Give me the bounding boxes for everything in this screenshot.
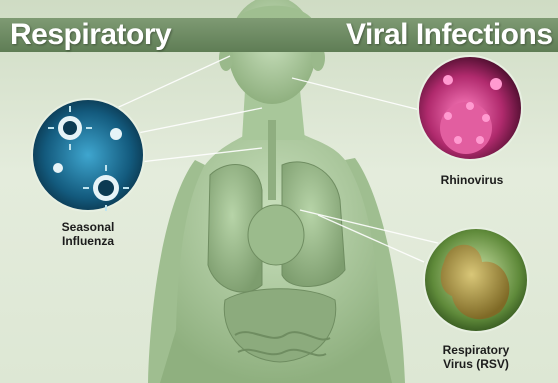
influenza-label-line2: Influenza [36,234,140,248]
rhinovirus-image [418,56,522,160]
title-viral-infections: Viral Infections [346,16,553,54]
influenza-label-line1: Seasonal [36,220,140,234]
title-respiratory: Respiratory [10,16,171,54]
rsv-label-line1: Respiratory [420,343,532,357]
rsv-virus-image [424,228,528,332]
rhinovirus-label-line1: Rhinovirus [422,173,522,187]
influenza-virus-image [32,99,144,211]
rhinovirus-label: Rhinovirus [422,173,522,187]
influenza-label: Seasonal Influenza [36,220,140,248]
rsv-label: Respiratory Virus (RSV) [420,343,532,371]
rsv-label-line2: Virus (RSV) [420,357,532,371]
